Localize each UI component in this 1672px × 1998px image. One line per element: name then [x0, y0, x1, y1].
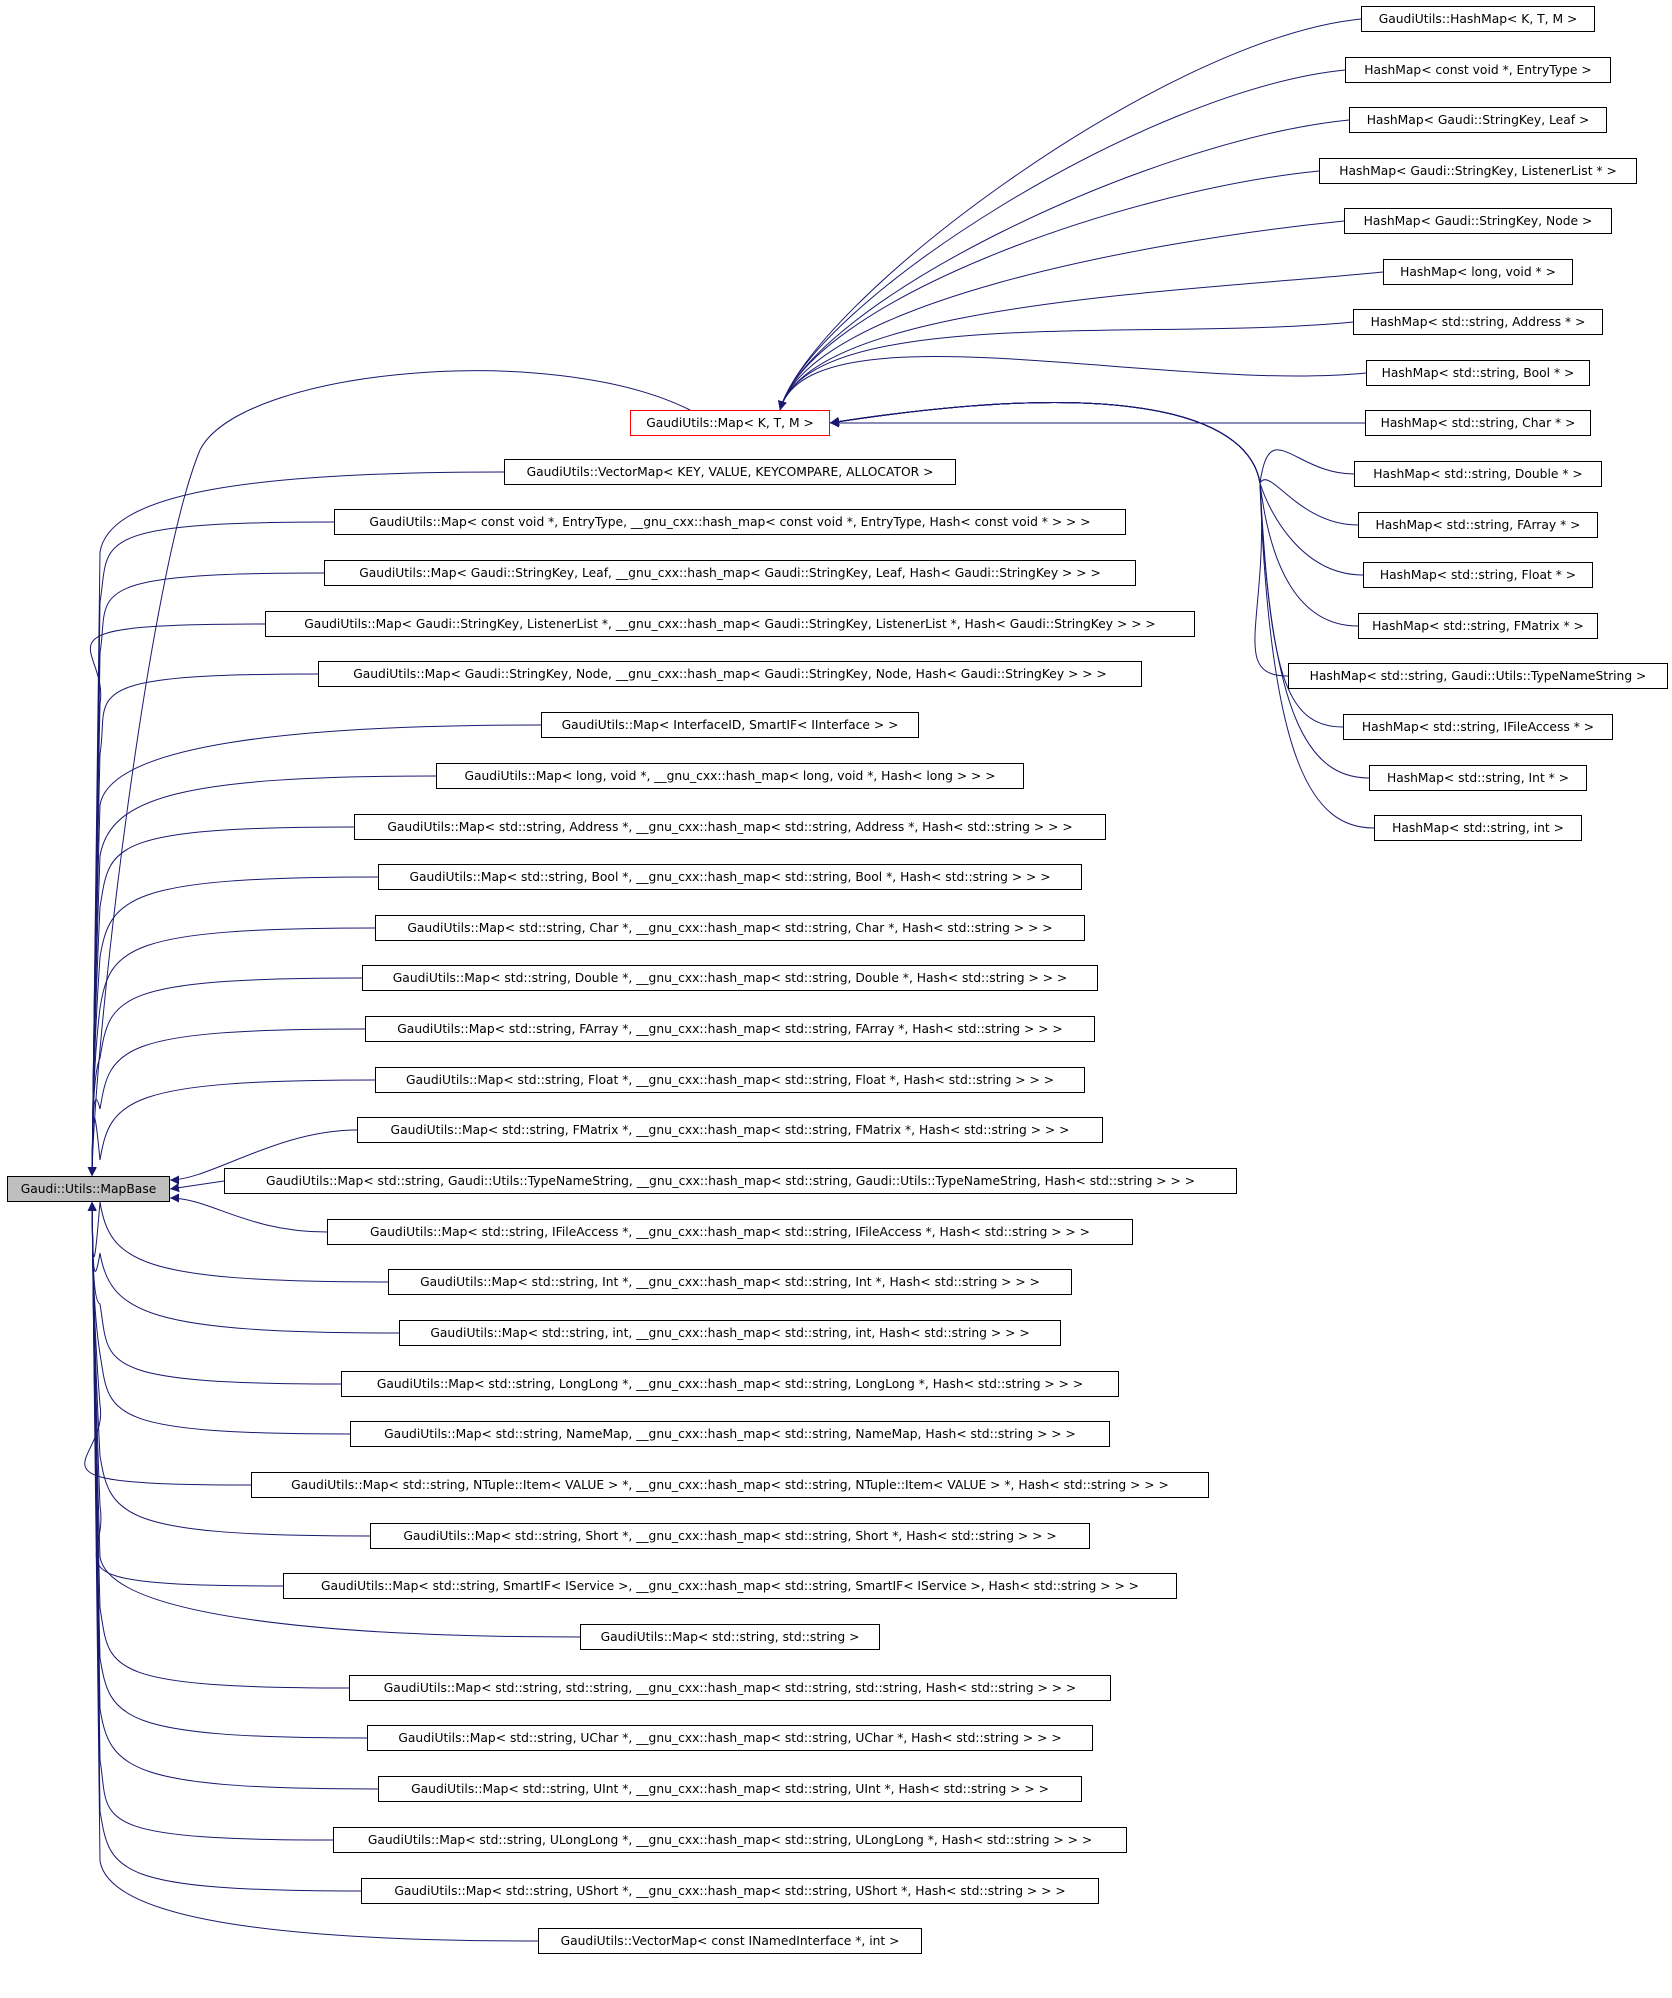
class-node-gaudiutils-map-gaudi-stringkey-node-gnu-cxx-hash-map-gaudi-s[interactable]: GaudiUtils::Map< Gaudi::StringKey, Node,…	[318, 661, 1142, 687]
class-node-gaudiutils-map-std-string-double-gnu-cxx-hash-map-std-string[interactable]: GaudiUtils::Map< std::string, Double *, …	[362, 965, 1098, 991]
edge-left-12-to-root	[87, 1079, 376, 1177]
class-node-hashmap-std-string-ifileaccess[interactable]: HashMap< std::string, IFileAccess * >	[1343, 714, 1613, 740]
class-node-gaudiutils-map-std-string-uint-gnu-cxx-hash-map-std-string-u[interactable]: GaudiUtils::Map< std::string, UInt *, __…	[378, 1776, 1082, 1802]
edge-left-19-to-root	[87, 1201, 351, 1435]
class-node-gaudiutils-map-std-string-float-gnu-cxx-hash-map-std-string-[interactable]: GaudiUtils::Map< std::string, Float *, _…	[375, 1067, 1085, 1093]
class-node-hashmap-std-string-float[interactable]: HashMap< std::string, Float * >	[1363, 562, 1593, 588]
class-node-hashmap-std-string-address[interactable]: HashMap< std::string, Address * >	[1353, 309, 1603, 335]
edge-left-20-to-root	[84, 1201, 252, 1486]
class-node-gaudiutils-map-std-string-ifileaccess-gnu-cxx-hash-map-std-s[interactable]: GaudiUtils::Map< std::string, IFileAcces…	[327, 1219, 1133, 1245]
edge-left-10-to-root	[87, 977, 363, 1177]
class-node-gaudiutils-map-std-string-ushort-gnu-cxx-hash-map-std-string[interactable]: GaudiUtils::Map< std::string, UShort *, …	[361, 1878, 1099, 1904]
class-node-gaudiutils-map-interfaceid-smartif-iinterface[interactable]: GaudiUtils::Map< InterfaceID, SmartIF< I…	[541, 712, 919, 738]
edge-right-5-to-hub	[778, 271, 1384, 411]
edge-left-5-to-root	[87, 724, 542, 1177]
edge-left-25-to-root	[87, 1201, 368, 1739]
class-node-gaudiutils-map-std-string-uchar-gnu-cxx-hash-map-std-string-[interactable]: GaudiUtils::Map< std::string, UChar *, _…	[367, 1725, 1093, 1751]
class-node-gaudiutils-map-std-string-address-gnu-cxx-hash-map-std-strin[interactable]: GaudiUtils::Map< std::string, Address *,…	[354, 814, 1106, 840]
edge-right-3-to-hub	[778, 170, 1320, 411]
edge-left-11-to-root	[87, 1028, 366, 1177]
class-node-gaudiutils-map-std-string-fmatrix-gnu-cxx-hash-map-std-strin[interactable]: GaudiUtils::Map< std::string, FMatrix *,…	[357, 1117, 1103, 1143]
edge-left-28-to-root	[87, 1201, 362, 1892]
class-node-hashmap-std-string-farray[interactable]: HashMap< std::string, FArray * >	[1358, 512, 1598, 538]
edge-left-7-to-root	[87, 826, 355, 1177]
map-template-node[interactable]: GaudiUtils::Map< K, T, M >	[630, 410, 830, 436]
edge-left-14-to-root	[169, 1180, 225, 1193]
class-node-gaudiutils-map-std-string-std-string-gnu-cxx-hash-map-std-st[interactable]: GaudiUtils::Map< std::string, std::strin…	[349, 1675, 1111, 1701]
edge-right-16-to-hub	[829, 402, 1375, 829]
edge-left-4-to-root	[87, 673, 319, 1177]
class-node-gaudiutils-map-std-string-char-gnu-cxx-hash-map-std-string-c[interactable]: GaudiUtils::Map< std::string, Char *, __…	[375, 915, 1085, 941]
class-node-gaudiutils-map-std-string-smartif-iservice-gnu-cxx-hash-map-[interactable]: GaudiUtils::Map< std::string, SmartIF< I…	[283, 1573, 1177, 1599]
edge-right-1-to-hub	[778, 69, 1346, 411]
class-node-gaudiutils-vectormap-const-inamedinterface-int[interactable]: GaudiUtils::VectorMap< const INamedInter…	[538, 1928, 922, 1954]
class-node-hashmap-std-string-double[interactable]: HashMap< std::string, Double * >	[1354, 461, 1602, 487]
class-node-gaudiutils-map-const-void-entrytype-gnu-cxx-hash-map-const-v[interactable]: GaudiUtils::Map< const void *, EntryType…	[334, 509, 1126, 535]
class-node-hashmap-std-string-int[interactable]: HashMap< std::string, int >	[1374, 815, 1582, 841]
class-node-gaudiutils-map-std-string-gaudi-utils-typenamestring-gnu-cxx[interactable]: GaudiUtils::Map< std::string, Gaudi::Uti…	[224, 1168, 1237, 1194]
edge-left-27-to-root	[87, 1201, 334, 1841]
edge-right-6-to-hub	[778, 321, 1354, 411]
class-node-hashmap-gaudi-stringkey-node[interactable]: HashMap< Gaudi::StringKey, Node >	[1344, 208, 1612, 234]
edge-left-3-to-root	[87, 623, 266, 1177]
class-node-gaudiutils-map-std-string-longlong-gnu-cxx-hash-map-std-stri[interactable]: GaudiUtils::Map< std::string, LongLong *…	[341, 1371, 1119, 1397]
edge-hub-to-root	[87, 370, 691, 1177]
edge-right-4-to-hub	[778, 220, 1345, 411]
class-node-gaudiutils-map-std-string-short-gnu-cxx-hash-map-std-string-[interactable]: GaudiUtils::Map< std::string, Short *, _…	[370, 1523, 1090, 1549]
class-node-hashmap-std-string-gaudi-utils-typenamestring[interactable]: HashMap< std::string, Gaudi::Utils::Type…	[1288, 663, 1668, 689]
class-node-gaudiutils-map-std-string-int-gnu-cxx-hash-map-std-string-in[interactable]: GaudiUtils::Map< std::string, Int *, __g…	[388, 1269, 1072, 1295]
edge-right-7-to-hub	[778, 356, 1367, 411]
class-node-gaudiutils-map-long-void-gnu-cxx-hash-map-long-void-hash-lon[interactable]: GaudiUtils::Map< long, void *, __gnu_cxx…	[436, 763, 1024, 789]
class-node-gaudiutils-map-std-string-namemap-gnu-cxx-hash-map-std-strin[interactable]: GaudiUtils::Map< std::string, NameMap, _…	[350, 1421, 1110, 1447]
class-node-hashmap-std-string-bool[interactable]: HashMap< std::string, Bool * >	[1366, 360, 1590, 386]
class-node-gaudiutils-map-gaudi-stringkey-listenerlist-gnu-cxx-hash-map[interactable]: GaudiUtils::Map< Gaudi::StringKey, Liste…	[265, 611, 1195, 637]
class-node-hashmap-long-void[interactable]: HashMap< long, void * >	[1383, 259, 1573, 285]
class-node-hashmap-gaudi-stringkey-listenerlist[interactable]: HashMap< Gaudi::StringKey, ListenerList …	[1319, 158, 1637, 184]
class-node-gaudiutils-map-std-string-ntuple-item-value-gnu-cxx-hash-map[interactable]: GaudiUtils::Map< std::string, NTuple::It…	[251, 1472, 1209, 1498]
edge-left-29-to-root	[87, 1201, 539, 1942]
edge-right-0-to-hub	[778, 18, 1362, 411]
edge-right-11-to-hub	[829, 402, 1364, 576]
class-node-hashmap-std-string-char[interactable]: HashMap< std::string, Char * >	[1365, 410, 1591, 436]
class-node-gaudiutils-map-std-string-bool-gnu-cxx-hash-map-std-string-b[interactable]: GaudiUtils::Map< std::string, Bool *, __…	[378, 864, 1082, 890]
class-node-hashmap-gaudi-stringkey-leaf[interactable]: HashMap< Gaudi::StringKey, Leaf >	[1349, 107, 1607, 133]
edge-left-9-to-root	[87, 927, 376, 1177]
class-node-gaudiutils-map-std-string-ulonglong-gnu-cxx-hash-map-std-str[interactable]: GaudiUtils::Map< std::string, ULongLong …	[333, 1827, 1127, 1853]
class-node-hashmap-std-string-int[interactable]: HashMap< std::string, Int * >	[1369, 765, 1587, 791]
class-node-gaudiutils-map-std-string-int-gnu-cxx-hash-map-std-string-in[interactable]: GaudiUtils::Map< std::string, int, __gnu…	[399, 1320, 1061, 1346]
edge-right-2-to-hub	[778, 119, 1350, 411]
edge-left-13-to-root	[169, 1129, 358, 1185]
class-node-gaudiutils-map-std-string-std-string[interactable]: GaudiUtils::Map< std::string, std::strin…	[580, 1624, 880, 1650]
root-class-node[interactable]: Gaudi::Utils::MapBase	[7, 1176, 170, 1202]
edge-left-15-to-root	[169, 1193, 328, 1233]
class-node-gaudiutils-map-std-string-farray-gnu-cxx-hash-map-std-string[interactable]: GaudiUtils::Map< std::string, FArray *, …	[365, 1016, 1095, 1042]
class-node-hashmap-const-void-entrytype[interactable]: HashMap< const void *, EntryType >	[1345, 57, 1611, 83]
class-node-gaudiutils-hashmap-k-t-m[interactable]: GaudiUtils::HashMap< K, T, M >	[1361, 6, 1595, 32]
class-node-gaudiutils-vectormap-key-value-keycompare-allocator[interactable]: GaudiUtils::VectorMap< KEY, VALUE, KEYCO…	[504, 459, 956, 485]
class-node-gaudiutils-map-gaudi-stringkey-leaf-gnu-cxx-hash-map-gaudi-s[interactable]: GaudiUtils::Map< Gaudi::StringKey, Leaf,…	[324, 560, 1136, 586]
class-node-hashmap-std-string-fmatrix[interactable]: HashMap< std::string, FMatrix * >	[1358, 613, 1598, 639]
edge-left-18-to-root	[87, 1201, 342, 1385]
